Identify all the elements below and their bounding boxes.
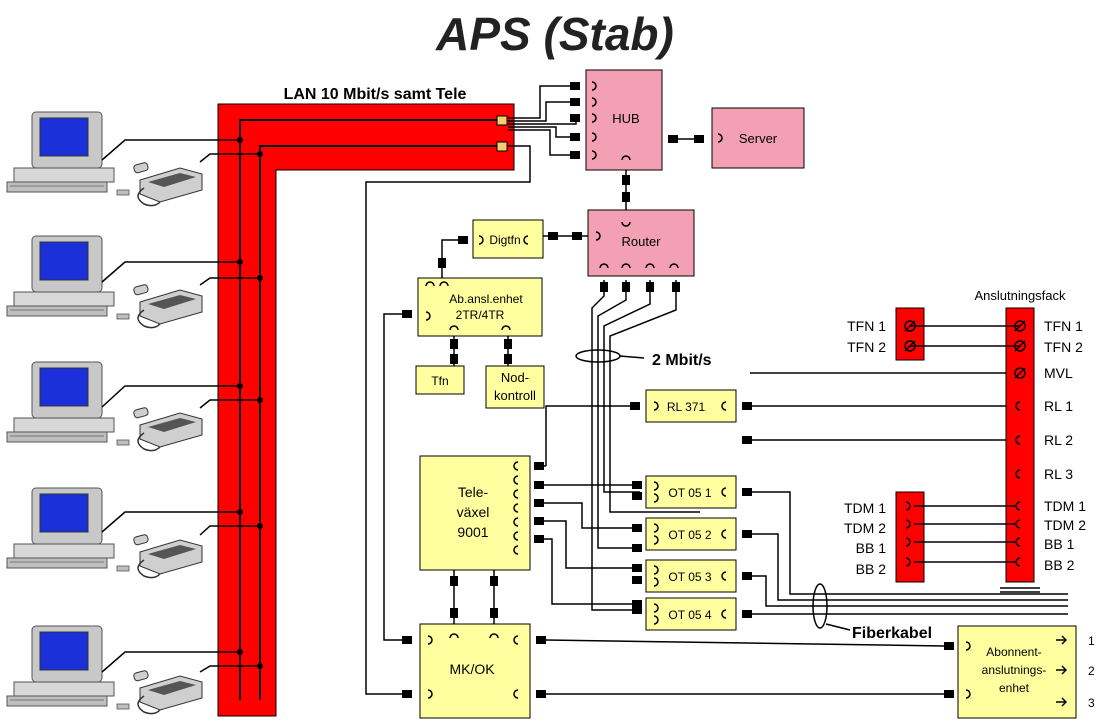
workstation-4 <box>6 487 203 579</box>
tfn-left-label-1: TFN 1 <box>847 318 886 334</box>
mkok-box <box>419 623 531 719</box>
rate-label: 2 Mbit/s <box>652 352 712 369</box>
anslutningsfack-title: Anslutningsfack <box>974 288 1066 303</box>
rl371-label: RL 371 <box>667 400 706 414</box>
ot1-label: OT 05 1 <box>668 486 711 500</box>
fack-label-mvl: MVL <box>1044 365 1073 381</box>
fack-label-bb1: BB 1 <box>1044 536 1075 552</box>
televaxel-label-2: växel <box>457 504 490 520</box>
lan-backbone <box>217 103 515 717</box>
mkok-label: MK/OK <box>449 661 495 677</box>
tdm-left-label-2: TDM 2 <box>844 520 886 536</box>
tfn-box <box>415 365 465 395</box>
nodkontroll-label-2: kontroll <box>494 388 536 403</box>
hub-label: HUB <box>612 111 639 126</box>
nodkontroll-box <box>485 365 545 409</box>
rl371-box <box>645 389 737 423</box>
hub-box <box>585 69 663 171</box>
fack-label-bb2: BB 2 <box>1044 557 1075 573</box>
televaxel-box <box>419 455 531 571</box>
abon-port-2: 2 <box>1088 664 1095 678</box>
tdm-left-label-4: BB 2 <box>856 561 887 577</box>
ot3-label: OT 05 3 <box>668 570 711 584</box>
tfn-label: Tfn <box>431 374 448 388</box>
fack-label-rl2: RL 2 <box>1044 432 1073 448</box>
abon-port-1: 1 <box>1088 634 1095 648</box>
digtfn-box <box>472 219 544 259</box>
televaxel-label-1: Tele- <box>458 484 489 500</box>
workstation-2 <box>6 235 203 329</box>
ot2-label: OT 05 2 <box>668 528 711 542</box>
tfn-fack-box <box>895 307 925 361</box>
fack-label-tdm1: TDM 1 <box>1044 498 1086 514</box>
fiber-label: Fiberkabel <box>852 625 932 642</box>
anslutningsfack-bar <box>1005 307 1035 583</box>
fack-label-tfn1: TFN 1 <box>1044 318 1083 334</box>
router-label: Router <box>621 234 661 249</box>
tdm-left-label-3: BB 1 <box>856 540 887 556</box>
ab-ansl-enhet-label-2: 2TR/4TR <box>456 308 505 322</box>
abonnent-label-3: enhet <box>999 681 1030 695</box>
server-label: Server <box>739 131 778 146</box>
diagram-title: APS (Stab) <box>435 8 674 60</box>
fack-label-tfn2: TFN 2 <box>1044 339 1083 355</box>
fack-label-tdm2: TDM 2 <box>1044 517 1086 533</box>
digtfn-label: Digtfn <box>489 233 520 247</box>
ot-2: OT 05 2 <box>645 517 737 551</box>
abon-port-3: 3 <box>1088 696 1095 710</box>
nodkontroll-label-1: Nod- <box>501 370 529 385</box>
ot4-label: OT 05 4 <box>668 608 711 622</box>
fack-label-rl1: RL 1 <box>1044 398 1073 414</box>
ot-1: OT 05 1 <box>645 475 737 509</box>
workstation-3 <box>6 361 203 452</box>
ab-ansl-enhet-box <box>417 277 543 337</box>
abonnent-label-2: anslutnings- <box>982 663 1047 677</box>
server-box <box>711 107 805 169</box>
ot-3: OT 05 3 <box>645 559 737 593</box>
tfn-left-label-2: TFN 2 <box>847 339 886 355</box>
ab-ansl-enhet-label-1: Ab.ansl.enhet <box>449 292 523 306</box>
lan-label: LAN 10 Mbit/s samt Tele <box>284 86 467 103</box>
tdm-left-label-1: TDM 1 <box>844 500 886 516</box>
ot-4: OT 05 4 <box>645 597 737 631</box>
televaxel-label-3: 9001 <box>457 524 488 540</box>
abonnent-label-1: Abonnent- <box>986 645 1041 659</box>
fack-label-rl3: RL 3 <box>1044 466 1073 482</box>
